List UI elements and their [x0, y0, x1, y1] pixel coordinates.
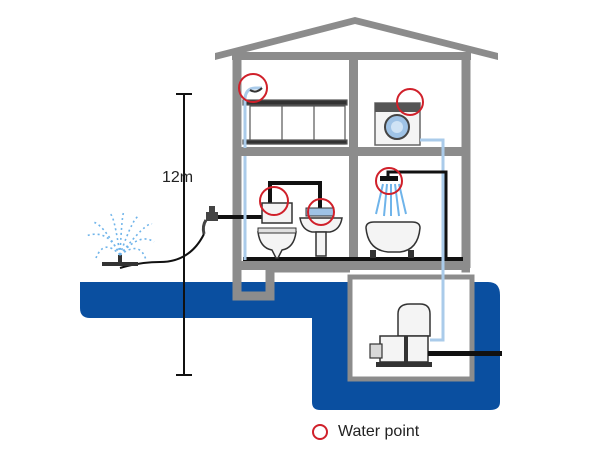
washing-machine — [374, 102, 421, 146]
toilet — [257, 202, 297, 259]
legend-water-point-icon — [312, 424, 328, 440]
height-dimension-line — [176, 93, 192, 376]
floor-pipe — [243, 257, 463, 261]
water-pump — [369, 303, 432, 367]
roof — [215, 17, 498, 60]
legend: Water point — [312, 423, 419, 441]
height-label: 12m — [162, 169, 194, 186]
water-point-marker-shower — [375, 167, 403, 195]
washing-machine-pipe — [420, 138, 445, 342]
sink — [299, 207, 343, 257]
legend-label: Water point — [338, 423, 420, 440]
pump-outlet-pipe — [428, 351, 502, 356]
water-point-marker-toilet — [259, 186, 289, 216]
main-supply-pipe — [215, 181, 322, 219]
water-point-marker-attic-tap — [238, 73, 268, 103]
garden-sprinkler — [85, 211, 155, 266]
water-point-marker-washing-machine — [396, 88, 424, 116]
central-wall — [349, 52, 358, 268]
water-point-marker-sink — [307, 198, 335, 226]
outdoor-tap — [201, 206, 218, 235]
kitchen-cabinets — [242, 99, 348, 145]
shower — [365, 170, 448, 260]
